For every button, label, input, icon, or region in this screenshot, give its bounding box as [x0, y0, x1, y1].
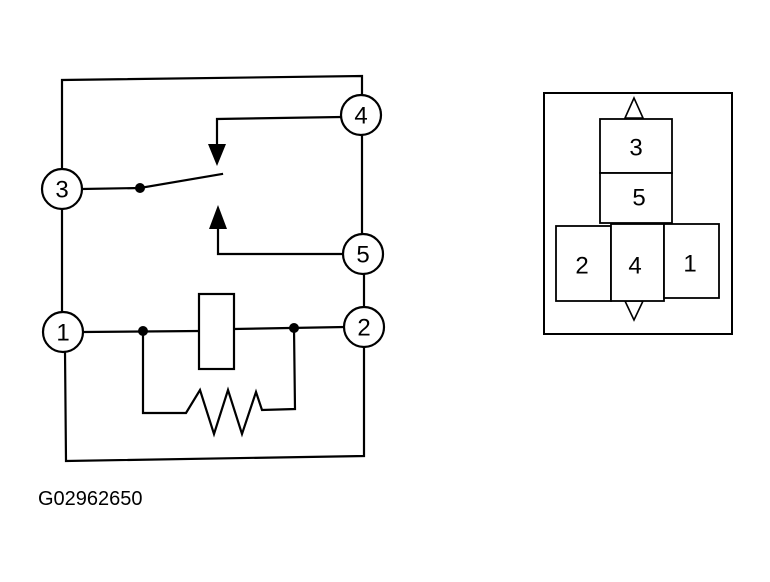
cavity-label-3: 3: [629, 135, 642, 162]
cavity-1: 1: [663, 223, 720, 299]
resistor-branch: [141, 326, 297, 438]
terminal-3: 3: [40, 167, 84, 211]
figure-id: G02962650: [38, 488, 143, 510]
terminal-label-4: 4: [354, 103, 367, 130]
wire-3-to-4: [60, 74, 364, 171]
cavity-label-2: 2: [575, 253, 588, 280]
cavity-label-5: 5: [632, 185, 645, 212]
contact-arrow-down: [208, 144, 226, 166]
cavity-3: 3: [599, 118, 673, 174]
relay-schematic: 3 4 5 1 2: [40, 74, 386, 463]
cavity-2: 2: [555, 225, 612, 302]
connector-view: 3 5 2 4 1: [543, 92, 733, 335]
terminal-label-2: 2: [357, 315, 370, 342]
cavity-4: 4: [610, 223, 665, 302]
relay-coil: [197, 292, 236, 371]
wire-5-contact: [216, 226, 345, 256]
terminal-5: 5: [341, 232, 385, 276]
locator-tab-top: [623, 96, 645, 119]
terminal-4: 4: [339, 93, 383, 137]
cavity-label-1: 1: [683, 251, 696, 278]
contact-arrow-up: [209, 205, 227, 229]
switch-pivot-dot: [135, 183, 145, 193]
terminal-2: 2: [342, 305, 386, 349]
wire-1-to-2-bottom: [63, 345, 366, 463]
terminal-label-3: 3: [55, 177, 68, 204]
terminal-label-1: 1: [56, 320, 69, 347]
wire-4-contact: [215, 115, 343, 146]
terminal-label-5: 5: [356, 242, 369, 269]
wire-3-to-pivot: [80, 186, 142, 191]
cavity-5: 5: [599, 172, 673, 224]
terminal-1: 1: [41, 310, 85, 354]
cavity-label-4: 4: [628, 253, 641, 280]
switch-arm: [138, 172, 224, 190]
